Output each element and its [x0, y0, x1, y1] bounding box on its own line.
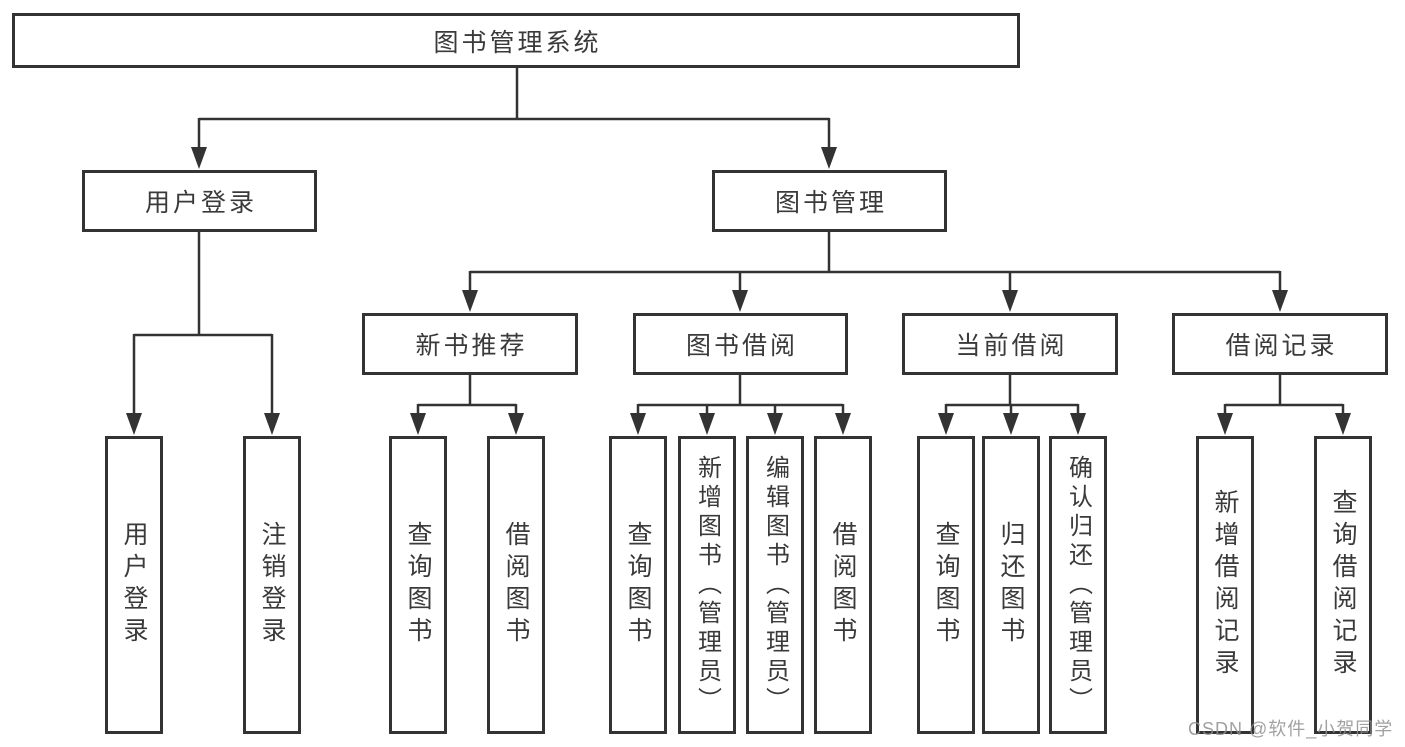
leaf-query-books-current: 查询图书	[917, 436, 975, 734]
node-label: 当前借阅	[955, 332, 1068, 360]
leaf-label: 注销登录	[258, 521, 286, 649]
leaf-edit-books-admin: 编辑图书（管理员）	[746, 436, 804, 734]
leaf-logout: 注销登录	[243, 436, 301, 734]
node-borrow-records: 借阅记录	[1172, 313, 1388, 375]
leaf-label: 借阅图书	[829, 521, 857, 649]
leaf-confirm-return-admin: 确认归还（管理员）	[1049, 436, 1107, 734]
leaf-label: 查询图书	[624, 521, 652, 649]
leaf-query-borrow-record: 查询借阅记录	[1314, 436, 1372, 734]
csdn-watermark: CSDN @软件_小贺同学	[1188, 719, 1394, 739]
leaf-borrow-books-borrowing: 借阅图书	[814, 436, 872, 734]
leaf-label: 编辑图书（管理员）	[761, 454, 789, 716]
leaf-label: 确认归还（管理员）	[1064, 454, 1092, 716]
leaf-label: 用户登录	[120, 521, 148, 649]
node-label: 新书推荐	[415, 332, 528, 360]
node-library-system: 图书管理系统	[12, 13, 1020, 68]
leaf-query-books-recommend: 查询图书	[389, 436, 447, 734]
node-book-borrowing: 图书借阅	[633, 313, 848, 375]
leaf-label: 新增借阅记录	[1211, 489, 1239, 681]
node-label: 图书管理系统	[433, 28, 602, 57]
leaf-return-books: 归还图书	[982, 436, 1040, 734]
tree-edges	[132, 68, 1345, 416]
leaf-label: 查询借阅记录	[1329, 489, 1357, 681]
node-label: 图书管理	[774, 189, 887, 217]
arrowhead-icons	[126, 147, 1351, 435]
leaf-label: 新增图书（管理员）	[693, 454, 721, 716]
node-current-borrowing: 当前借阅	[902, 313, 1118, 375]
leaf-user-login: 用户登录	[105, 436, 163, 734]
node-user-login: 用户登录	[82, 170, 317, 232]
leaf-query-books-borrowing: 查询图书	[609, 436, 667, 734]
leaf-add-borrow-record: 新增借阅记录	[1196, 436, 1254, 734]
node-new-book-recommend: 新书推荐	[362, 313, 578, 375]
leaf-borrow-books-recommend: 借阅图书	[487, 436, 545, 734]
node-book-management: 图书管理	[712, 170, 947, 232]
node-label: 用户登录	[144, 189, 257, 217]
node-label: 图书借阅	[685, 332, 798, 360]
leaf-add-books-admin: 新增图书（管理员）	[678, 436, 736, 734]
leaf-label: 归还图书	[997, 521, 1025, 649]
leaf-label: 查询图书	[932, 521, 960, 649]
leaf-label: 借阅图书	[502, 521, 530, 649]
leaf-label: 查询图书	[404, 521, 432, 649]
node-label: 借阅记录	[1225, 332, 1338, 360]
